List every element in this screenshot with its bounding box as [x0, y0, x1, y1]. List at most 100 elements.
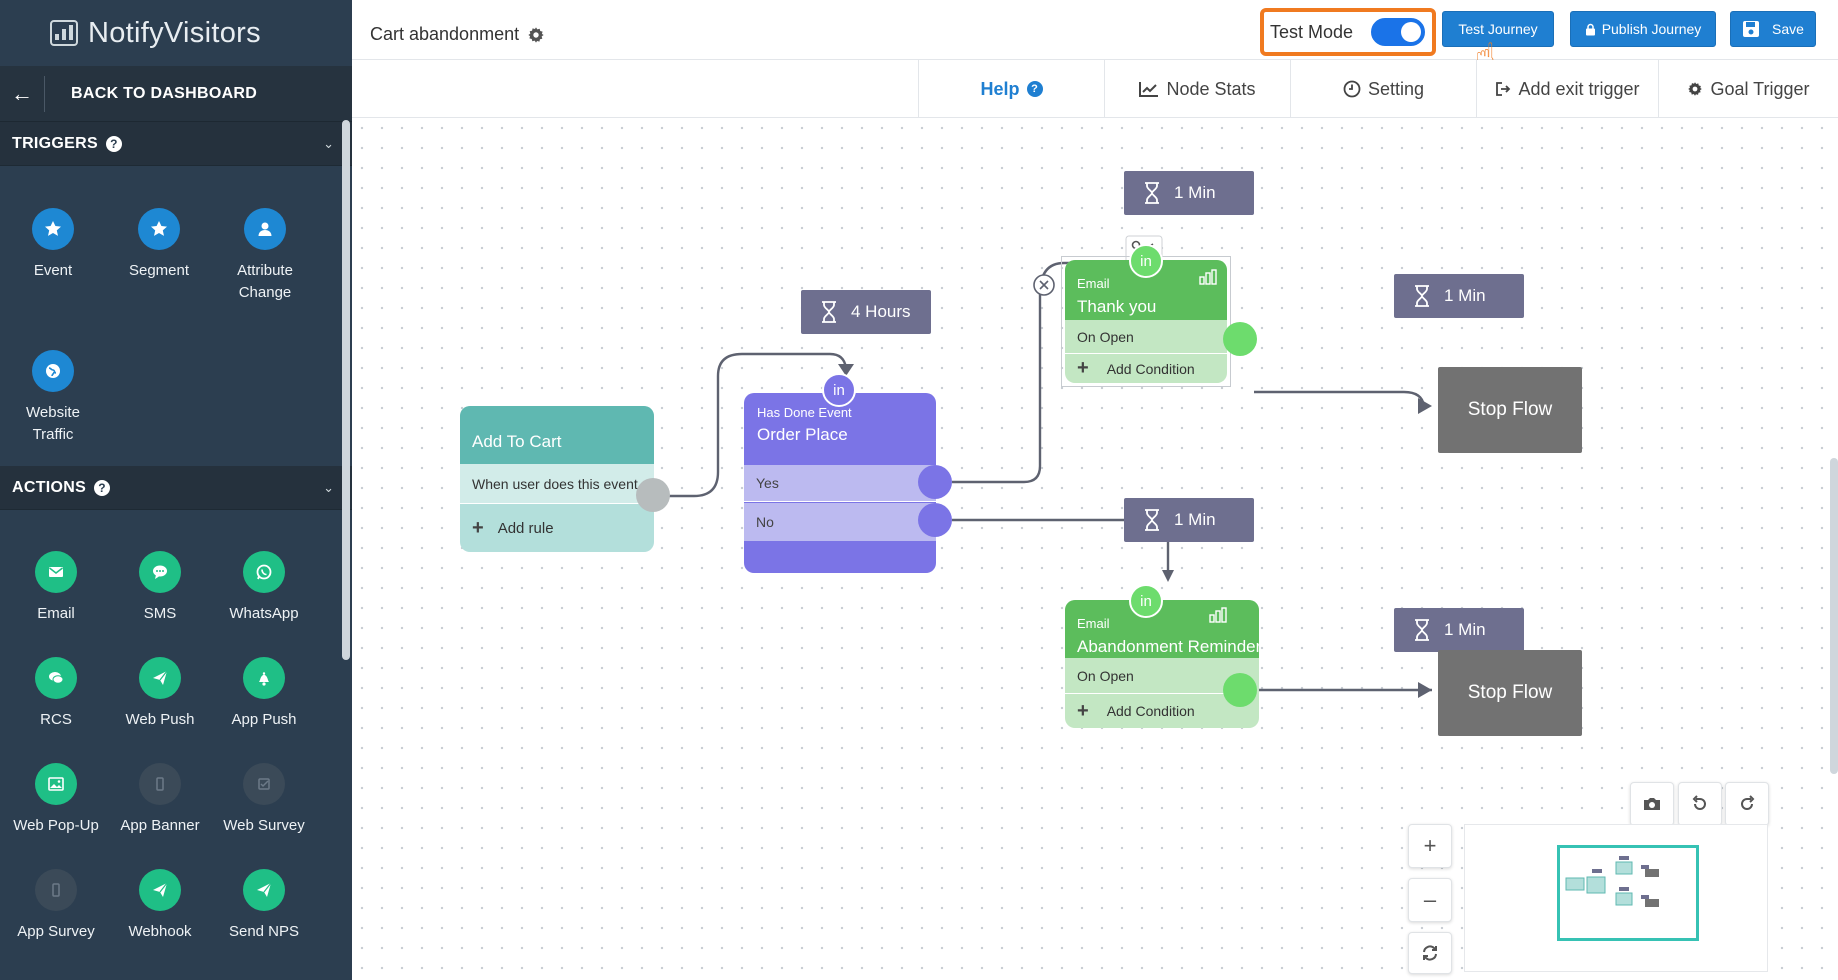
- actions-section-header[interactable]: ACTIONS? ⌄: [0, 466, 352, 510]
- input-port[interactable]: in: [1129, 584, 1163, 618]
- bar-chart-icon[interactable]: [1209, 607, 1227, 623]
- test-journey-button[interactable]: Test Journey: [1442, 11, 1554, 47]
- email-node-thank-you[interactable]: Email Thank you On Open + Add Condition …: [1065, 244, 1257, 383]
- trigger-segment[interactable]: Segment: [106, 208, 212, 324]
- wait-node-1-min-middle[interactable]: 1 Min: [1124, 498, 1254, 542]
- test-mode-toggle-group[interactable]: Test Mode: [1260, 8, 1436, 56]
- trigger-event-label: Event: [33, 262, 73, 279]
- triggers-section-header[interactable]: TRIGGERS? ⌄: [0, 122, 352, 166]
- action-web-push[interactable]: Web Push: [108, 657, 212, 731]
- wait-node-1-min-right-lower[interactable]: 1 Min: [1394, 608, 1524, 652]
- trigger-node-add-to-cart[interactable]: Add To Cart When user does this event + …: [460, 406, 670, 552]
- email-node-type: Email: [1077, 276, 1110, 291]
- gear-icon[interactable]: [527, 26, 545, 44]
- back-to-dashboard-label[interactable]: BACK TO DASHBOARD: [71, 84, 258, 102]
- save-button[interactable]: Save: [1730, 11, 1816, 47]
- zoom-out-button[interactable]: –: [1408, 878, 1452, 922]
- wait-node-1-min-right-upper[interactable]: 1 Min: [1394, 274, 1524, 318]
- condition-yes-branch[interactable]: Yes: [744, 465, 936, 502]
- action-app-banner[interactable]: App Banner: [108, 763, 212, 837]
- action-web-survey[interactable]: Web Survey: [212, 763, 316, 837]
- on-open-output-port[interactable]: [1223, 673, 1257, 707]
- add-condition-row[interactable]: + Add Condition: [1065, 694, 1227, 728]
- stop-flow-node-lower[interactable]: Stop Flow: [1438, 650, 1582, 736]
- action-rcs[interactable]: RCS: [4, 657, 108, 731]
- goal-trigger-tab[interactable]: Goal Trigger: [1658, 60, 1838, 118]
- action-app-push[interactable]: App Push: [212, 657, 316, 731]
- action-app-survey[interactable]: App Survey: [4, 869, 108, 943]
- hourglass-icon: [1415, 619, 1429, 641]
- user-icon: [244, 208, 286, 250]
- trigger-rule-row[interactable]: When user does this event: [460, 464, 654, 504]
- input-port[interactable]: in: [1129, 244, 1163, 278]
- node-stats-tab[interactable]: Node Stats: [1104, 60, 1290, 118]
- wait-node-1-min-top[interactable]: 1 Min: [1124, 171, 1254, 215]
- action-sms[interactable]: SMS: [108, 551, 212, 625]
- canvas-toolbar: Help ? Node Stats Setting Add exit trigg…: [352, 60, 1838, 118]
- delete-connector-icon[interactable]: [1033, 274, 1055, 296]
- plus-icon: +: [472, 516, 484, 539]
- undo-button[interactable]: [1678, 782, 1722, 826]
- action-send-nps[interactable]: Send NPS: [212, 869, 316, 943]
- brand-name: NotifyVisitors: [88, 16, 261, 49]
- screenshot-button[interactable]: [1630, 782, 1674, 826]
- back-to-dashboard[interactable]: ← BACK TO DASHBOARD: [0, 66, 352, 122]
- redo-button[interactable]: [1725, 782, 1769, 826]
- stop-flow-label: Stop Flow: [1467, 399, 1553, 420]
- help-circle-icon[interactable]: ?: [94, 479, 111, 496]
- action-whatsapp[interactable]: WhatsApp: [212, 551, 316, 625]
- no-output-port[interactable]: [918, 503, 952, 537]
- on-open-branch[interactable]: On Open: [1065, 658, 1227, 694]
- wait-label: 4 Hours: [851, 302, 911, 321]
- actions-title: ACTIONS: [12, 478, 87, 496]
- on-open-branch[interactable]: On Open: [1065, 320, 1227, 354]
- add-rule-label: Add rule: [497, 519, 554, 537]
- stop-flow-node-upper[interactable]: Stop Flow: [1438, 367, 1582, 453]
- camera-icon: [1644, 798, 1660, 810]
- chevron-down-icon[interactable]: ⌄: [323, 479, 334, 495]
- output-port[interactable]: [636, 478, 670, 512]
- add-exit-trigger-tab[interactable]: Add exit trigger: [1476, 60, 1658, 118]
- paper-plane-icon: [139, 657, 181, 699]
- trigger-node-title: Add To Cart: [460, 406, 654, 464]
- action-web-pop-up[interactable]: Web Pop-Up: [4, 763, 108, 837]
- input-port[interactable]: in: [822, 373, 856, 407]
- hourglass-icon: [1415, 285, 1429, 307]
- zoom-in-button[interactable]: +: [1408, 824, 1452, 868]
- setting-tab[interactable]: Setting: [1290, 60, 1476, 118]
- on-open-output-port[interactable]: [1223, 322, 1257, 356]
- condition-no-branch[interactable]: No: [744, 503, 936, 541]
- reset-zoom-button[interactable]: [1408, 932, 1452, 974]
- arrow-left-icon[interactable]: ←: [11, 80, 33, 106]
- email-node-abandonment-reminder[interactable]: Email Abandonment Reminder On Open + Add…: [1065, 584, 1261, 728]
- goal-trigger-label: Goal Trigger: [1710, 78, 1810, 99]
- flow-canvas[interactable]: Add To Cart When user does this event + …: [352, 118, 1838, 980]
- email-node-header: Email Abandonment Reminder: [1065, 600, 1261, 658]
- triggers-title: TRIGGERS: [12, 134, 98, 152]
- trigger-event[interactable]: Event: [0, 208, 106, 324]
- globe-icon: [32, 350, 74, 392]
- chevron-down-icon[interactable]: ⌄: [323, 135, 334, 151]
- action-webhook[interactable]: Webhook: [108, 869, 212, 943]
- bar-chart-icon[interactable]: [1199, 269, 1217, 285]
- publish-journey-button[interactable]: Publish Journey: [1570, 11, 1716, 47]
- action-web-survey-label: Web Survey: [223, 817, 305, 834]
- redo-icon: [1741, 795, 1755, 810]
- action-email[interactable]: Email: [4, 551, 108, 625]
- trigger-website-traffic[interactable]: Website Traffic: [0, 350, 106, 466]
- minimap-viewport[interactable]: [1557, 845, 1699, 941]
- canvas-scrollbar[interactable]: [1830, 458, 1838, 774]
- help-tab[interactable]: Help ?: [918, 60, 1104, 118]
- yes-output-port[interactable]: [918, 465, 952, 499]
- trigger-attribute-change[interactable]: Attribute Change: [212, 208, 318, 324]
- sidebar-scrollbar[interactable]: [342, 120, 350, 660]
- add-condition-row[interactable]: + Add Condition: [1065, 354, 1227, 383]
- action-app-push-label: App Push: [231, 711, 297, 728]
- minimap[interactable]: [1464, 824, 1768, 972]
- help-circle-icon[interactable]: ?: [105, 135, 122, 152]
- add-rule-row[interactable]: + Add rule: [460, 504, 654, 552]
- test-mode-switch[interactable]: [1371, 18, 1426, 46]
- condition-node-order-place[interactable]: Has Done Event Order Place Yes No in: [744, 373, 952, 573]
- sign-out-icon: [1496, 82, 1511, 96]
- wait-node-4-hours[interactable]: 4 Hours: [801, 290, 931, 334]
